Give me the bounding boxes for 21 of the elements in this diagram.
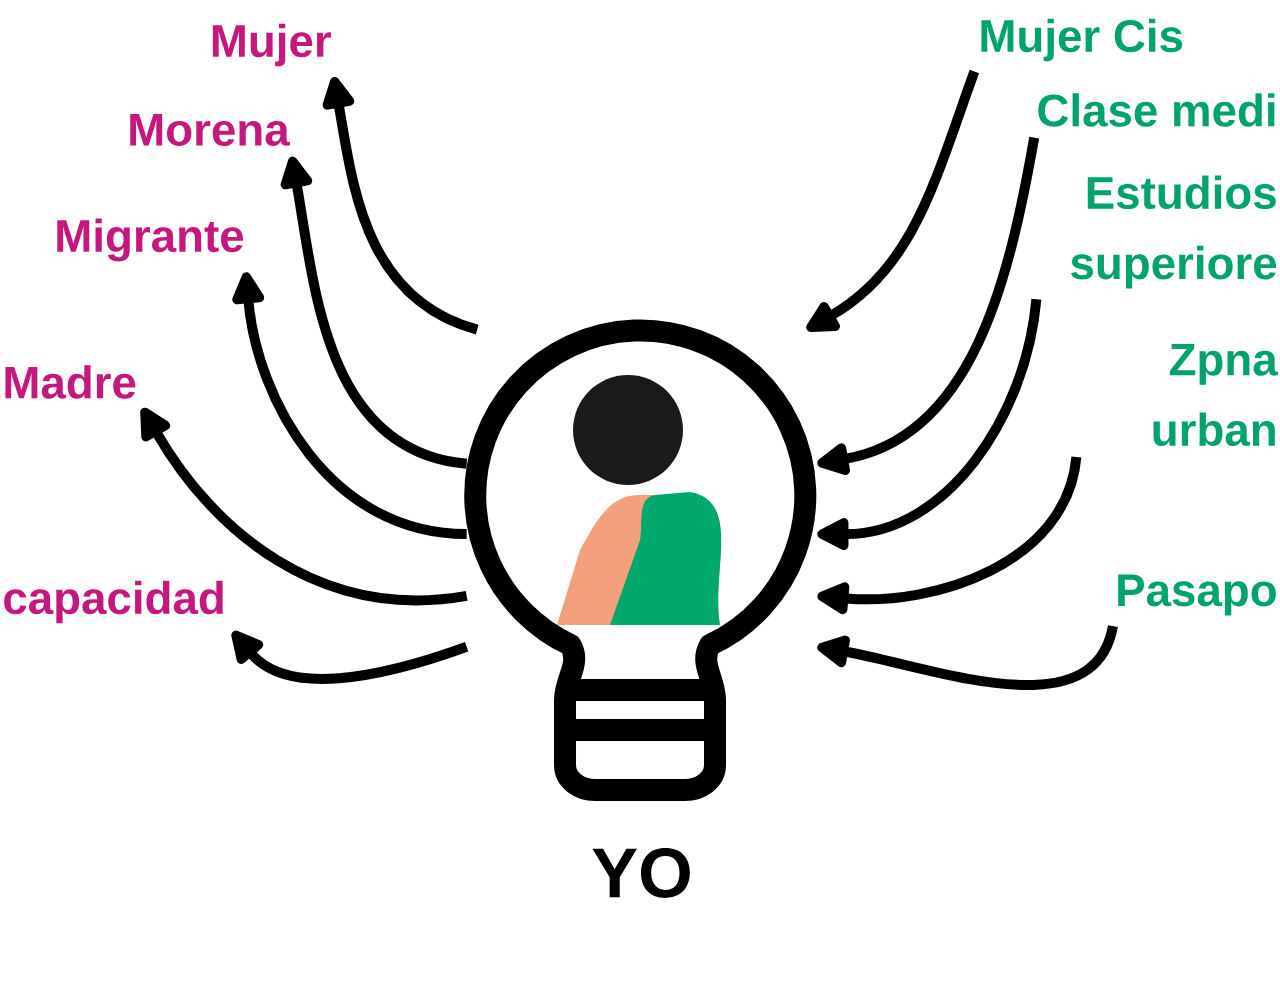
label-text: Zpna urban [1153,343,1278,447]
arrow [806,69,980,332]
arrow [817,456,1082,615]
label-text: Estudios superiore [1071,175,1277,289]
label-text: Madre [5,365,136,399]
arrow [322,76,479,335]
label-text: capacidad [4,580,223,624]
node-label: YO [592,848,690,898]
arrow [140,407,468,605]
label-text: Clase medi [1038,93,1275,127]
arrow [280,156,468,469]
label-text: Pasapo [1118,574,1276,616]
arrow [232,272,468,540]
arrow [817,624,1118,690]
arrow [817,298,1042,551]
arrow [817,136,1040,475]
label-text: Morena [130,114,290,146]
label-text: Mujer [212,23,331,67]
arrow [231,630,469,684]
label-text: Mujer Cis [981,18,1183,62]
label-text: Migrante [57,218,244,262]
